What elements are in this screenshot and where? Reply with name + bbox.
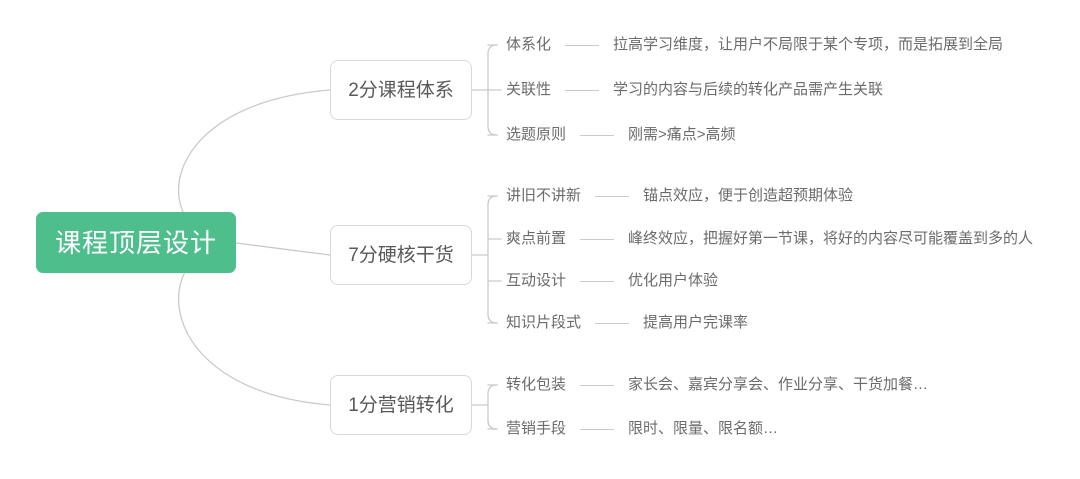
branch-node-1[interactable]: 2分课程体系 (330, 60, 472, 120)
edge-branch-2-spine (487, 195, 498, 324)
leaf-key: 讲旧不讲新 (506, 187, 582, 204)
leaf-separator-line (565, 44, 600, 46)
leaf-item[interactable]: 爽点前置 峰终效应，把握好第一节课，将好的内容尽可能覆盖到多的人 (506, 228, 1033, 250)
leaf-value: 刚需>痛点>高频 (628, 126, 736, 143)
edge-root-to-branch-2 (235, 242, 331, 256)
branch-node-2[interactable]: 7分硬核干货 (330, 225, 472, 285)
leaf-key: 营销手段 (506, 420, 567, 437)
leaf-separator-line (595, 195, 630, 197)
leaf-value: 学习的内容与后续的转化产品需产生关联 (613, 81, 884, 98)
leaf-key: 爽点前置 (506, 230, 567, 247)
leaf-value: 锚点效应，便于创造超预期体验 (643, 187, 854, 204)
branch-node-3-label: 1分营销转化 (348, 394, 454, 416)
leaf-key: 体系化 (506, 36, 552, 53)
leaf-separator-line (580, 134, 615, 136)
leaf-separator-line (580, 384, 615, 386)
leaf-separator-line (580, 428, 615, 430)
leaf-value: 限时、限量、限名额… (628, 420, 779, 437)
branch-node-1-label: 2分课程体系 (348, 79, 454, 101)
leaf-value: 提高用户完课率 (643, 314, 749, 331)
leaf-separator-line (580, 238, 615, 240)
leaf-item[interactable]: 营销手段 限时、限量、限名额… (506, 418, 778, 440)
leaf-separator-line (565, 89, 600, 91)
leaf-item[interactable]: 互动设计 优化用户体验 (506, 270, 718, 292)
leaf-key: 关联性 (506, 81, 552, 98)
leaf-item[interactable]: 转化包装 家长会、嘉宾分享会、作业分享、干货加餐… (506, 374, 928, 396)
leaf-key: 知识片段式 (506, 314, 582, 331)
leaf-key: 转化包装 (506, 376, 567, 393)
branch-node-2-label: 7分硬核干货 (348, 244, 454, 266)
edge-branch-3-spine (487, 384, 498, 430)
leaf-value: 优化用户体验 (628, 272, 719, 289)
edge-branch-1-spine (487, 44, 498, 136)
leaf-separator-line (595, 322, 630, 324)
leaf-item[interactable]: 关联性 学习的内容与后续的转化产品需产生关联 (506, 79, 883, 101)
root-node[interactable]: 课程顶层设计 (36, 212, 236, 273)
leaf-value: 家长会、嘉宾分享会、作业分享、干货加餐… (628, 376, 929, 393)
leaf-item[interactable]: 选题原则 刚需>痛点>高频 (506, 124, 736, 146)
leaf-key: 互动设计 (506, 272, 567, 289)
branch-node-3[interactable]: 1分营销转化 (330, 375, 472, 435)
leaf-key: 选题原则 (506, 126, 567, 143)
leaf-value: 峰终效应，把握好第一节课，将好的内容尽可能覆盖到多的人 (628, 230, 1034, 247)
root-node-label: 课程顶层设计 (54, 227, 217, 258)
leaf-item[interactable]: 体系化 拉高学习维度，让用户不局限于某个专项，而是拓展到全局 (506, 34, 1003, 56)
leaf-item[interactable]: 讲旧不讲新 锚点效应，便于创造超预期体验 (506, 185, 853, 207)
leaf-separator-line (580, 280, 615, 282)
leaf-item[interactable]: 知识片段式 提高用户完课率 (506, 312, 748, 334)
leaf-value: 拉高学习维度，让用户不局限于某个专项，而是拓展到全局 (613, 36, 1004, 53)
